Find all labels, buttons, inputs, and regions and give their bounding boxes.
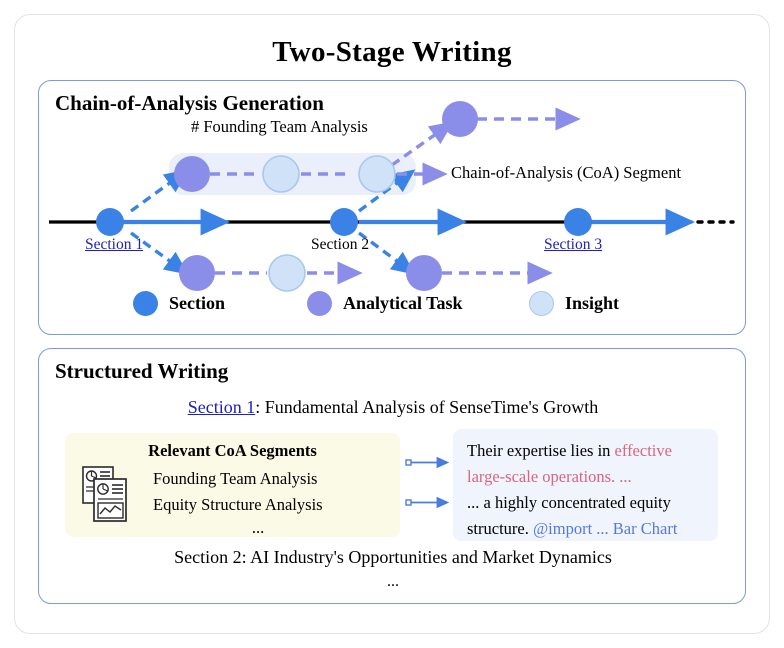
filled-circle-icon	[133, 291, 158, 316]
timeline-tick-section-2: Section 2	[311, 236, 370, 253]
node-analytical-task-upper-1	[174, 156, 210, 192]
stage2-heading: Structured Writing	[55, 359, 229, 383]
chain-diagram	[49, 101, 735, 292]
output-paragraph-2: ... a highly concentrated equity	[467, 493, 671, 512]
node-section-3	[564, 208, 592, 236]
outlined-circle-icon	[529, 291, 554, 316]
section-1-link[interactable]: Section 1	[187, 397, 256, 417]
output-paragraph-1: Their expertise lies in effective	[467, 438, 704, 464]
node-insight-lower-1	[268, 254, 306, 292]
legend-item-section: Section	[133, 291, 225, 316]
relevant-coa-segments-title: Relevant CoA Segments	[148, 441, 317, 460]
output-text-highlight: effective	[614, 441, 672, 460]
node-analytical-task-lower-1	[179, 255, 215, 291]
coa-segment-ellipsis: ...	[251, 518, 265, 537]
timeline-tick-section-1[interactable]: Section 1	[85, 236, 144, 253]
node-section-2	[330, 208, 358, 236]
coa-segment-heading-label: # Founding Team Analysis	[191, 117, 368, 136]
node-analytical-task-lower-2	[406, 255, 442, 291]
legend-item-insight: Insight	[529, 291, 619, 316]
legend-item-analytical-task: Analytical Task	[307, 291, 463, 316]
output-text-plain: Their expertise lies in	[467, 441, 615, 460]
node-insight-upper-1	[262, 155, 300, 193]
output-paragraph-2-line2: structure. @import ... Bar Chart	[467, 516, 704, 542]
structured-section-2-title: Section 2: AI Industry's Opportunities a…	[174, 547, 612, 567]
node-analytical-task-upper-right	[442, 101, 478, 137]
timeline-tick-section-3[interactable]: Section 3	[544, 236, 603, 253]
coa-segment-item[interactable]: Equity Structure Analysis	[153, 495, 323, 514]
coa-link-diagonal-up	[391, 121, 454, 167]
generated-output-box: Their expertise lies in effective large-…	[453, 429, 718, 541]
legend: Section Analytical Task Insight	[99, 291, 719, 325]
page-title: Two-Stage Writing	[272, 36, 512, 68]
node-insight-upper-2	[358, 155, 396, 193]
legend-label-insight: Insight	[565, 293, 620, 313]
section-1-title-rest: : Fundamental Analysis of SenseTime's Gr…	[255, 397, 599, 417]
coa-segment-list: Founding Team Analysis Equity Structure …	[153, 466, 393, 538]
branch-up-from-section-1	[130, 169, 189, 213]
output-import-directive[interactable]: @import ... Bar Chart	[532, 519, 678, 538]
branch-down-from-section-2	[357, 231, 416, 275]
panel-structured-writing: Structured Writing Section 1: Fundamenta…	[38, 348, 746, 604]
node-section-1	[96, 208, 124, 236]
panel-chain-of-analysis: Chain-of-Analysis Generation	[38, 80, 746, 335]
relevant-coa-segments-box: Relevant CoA Segments	[65, 433, 400, 537]
filled-circle-icon	[307, 291, 332, 316]
coa-segment-item[interactable]: Founding Team Analysis	[153, 469, 318, 488]
output-paragraph-1-line2: large-scale operations. ...	[467, 467, 632, 486]
documents-report-icon	[82, 466, 127, 522]
branch-up-from-section-2	[357, 169, 416, 213]
structured-section-title: Section 1: Fundamental Analysis of Sense…	[39, 397, 747, 418]
coa-to-output-arrows	[405, 456, 450, 509]
branch-down-from-section-1	[130, 231, 189, 275]
legend-label-section: Section	[169, 293, 225, 313]
arrow-tail-square	[405, 459, 412, 466]
structured-trailing-ellipsis: ...	[387, 573, 399, 590]
stage1-heading: Chain-of-Analysis Generation	[55, 91, 324, 115]
legend-label-analytical-task: Analytical Task	[343, 293, 463, 313]
output-text-plain: structure.	[467, 519, 533, 538]
arrow-tail-square	[405, 499, 412, 506]
coa-segment-callout-label: Chain-of-Analysis (CoA) Segment	[451, 163, 682, 182]
